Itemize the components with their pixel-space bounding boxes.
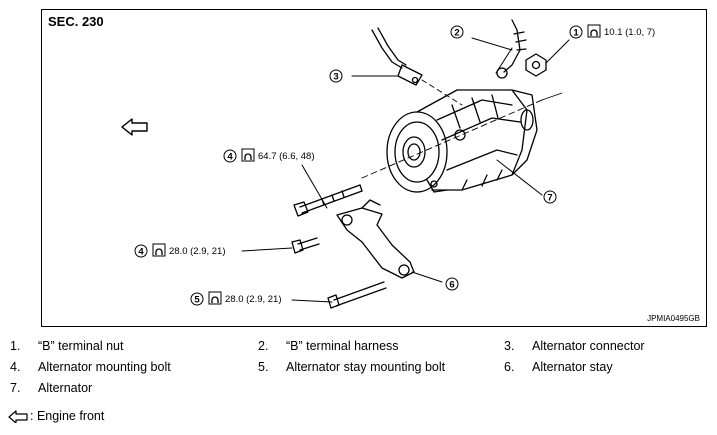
callout-6-num: 6 bbox=[449, 280, 454, 291]
callout-1-num: 1 bbox=[573, 28, 579, 39]
callout-7-num: 7 bbox=[547, 193, 552, 204]
legend-label-2: “B” terminal harness bbox=[286, 339, 399, 353]
callout-3-num: 3 bbox=[333, 72, 338, 83]
legend-num-6: 6. bbox=[504, 360, 515, 374]
torque-4a: 64.7 (6.6, 48) bbox=[258, 151, 315, 162]
legend-label-3: Alternator connector bbox=[532, 339, 645, 353]
diagram-frame: SEC. 230 JPMIA0495GB bbox=[41, 9, 707, 327]
legend-num-5: 5. bbox=[258, 360, 269, 374]
alternator-drawing: 1 2 3 4 4 5 6 7 10.1 (1.0, 7) 64.7 (6.6,… bbox=[121, 19, 655, 309]
callout-2-num: 2 bbox=[454, 28, 459, 39]
legend-label-4: Alternator mounting bolt bbox=[38, 360, 171, 374]
legend-num-2: 2. bbox=[258, 339, 269, 353]
legend-label-6: Alternator stay bbox=[532, 360, 613, 374]
torque-1: 10.1 (1.0, 7) bbox=[604, 27, 655, 38]
section-label: SEC. 230 bbox=[48, 14, 104, 29]
callout-4a-num: 4 bbox=[227, 152, 233, 163]
legend-num-4: 4. bbox=[10, 360, 21, 374]
legend-label-5: Alternator stay mounting bolt bbox=[286, 360, 446, 374]
legend-label-1: “B” terminal nut bbox=[38, 339, 124, 353]
legend-num-3: 3. bbox=[504, 339, 515, 353]
legend-num-1: 1. bbox=[10, 339, 21, 353]
callout-4b-num: 4 bbox=[138, 247, 144, 258]
legend-label-7: Alternator bbox=[38, 381, 93, 395]
torque-5: 28.0 (2.9, 21) bbox=[225, 294, 282, 305]
engine-front-arrow-icon bbox=[8, 410, 28, 423]
callout-5-num: 5 bbox=[194, 295, 200, 306]
legend-num-7: 7. bbox=[10, 381, 21, 395]
figure-code: JPMIA0495GB bbox=[647, 314, 700, 323]
engine-front-label: : Engine front bbox=[30, 409, 105, 423]
torque-4b: 28.0 (2.9, 21) bbox=[169, 246, 226, 257]
